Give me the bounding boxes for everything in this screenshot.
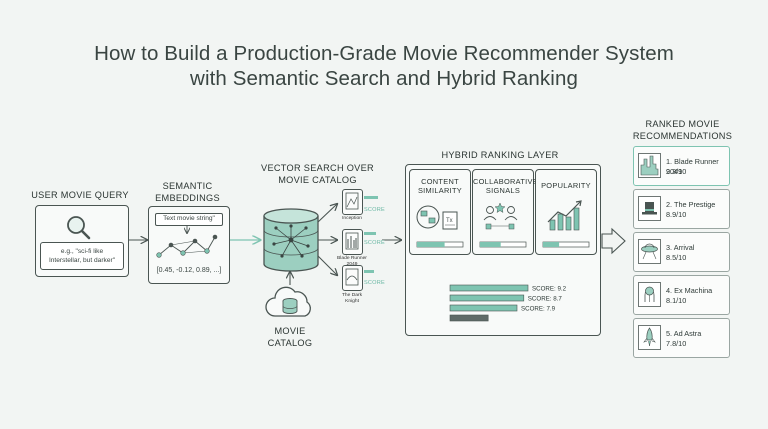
vector-search-label: VECTOR SEARCH OVER MOVIE CATALOG [261, 163, 374, 185]
embedding-string-field: Text movie string" [155, 213, 223, 226]
score-bar-3 [449, 304, 518, 312]
recommendation-title-5: 5. Ad Astra [666, 329, 702, 338]
score-bar-1 [449, 284, 529, 292]
embeddings-box: Text movie string" [0.45, -0.12, 0.89, .… [148, 206, 230, 284]
robot-head-icon [638, 282, 661, 307]
recommendation-title-4: 4. Ex Machina [666, 286, 713, 295]
recommendations-label: RANKED MOVIE RECOMMENDATIONS [632, 119, 733, 141]
candidate-score-tag-1: SCORE [364, 207, 385, 213]
arrow-db-to-inception [317, 204, 337, 223]
signal-card-popularity: POPULARITY [535, 169, 597, 255]
candidate-poster-dark-knight [342, 265, 363, 291]
signal-card-content: CONTENT SIMILARITY Tx [409, 169, 471, 255]
recommendation-title-3: 3. Arrival [666, 243, 695, 252]
recommendation-title-1: 1. Blade Runner 2049 [666, 157, 719, 176]
candidate-score-tag-3: SCORE [364, 280, 385, 286]
ranking-label: HYBRID RANKING LAYER [441, 150, 559, 160]
ranking-panel: CONTENT SIMILARITY Tx COLLABORATIVE SIGN… [405, 164, 601, 336]
embeddings-label: SEMANTIC EMBEDDINGS [155, 181, 220, 203]
signal-label-content: CONTENT SIMILARITY [417, 177, 463, 196]
embedding-string-text: Text movie string" [163, 215, 215, 222]
poster-art-icon [345, 192, 359, 210]
candidate-name-dark-knight: The Dark Knight [341, 293, 363, 304]
collaborative-signals-icon [483, 202, 518, 230]
query-label: USER MOVIE QUERY [31, 190, 129, 200]
candidate-score-bar-1 [364, 196, 378, 199]
query-box: e.g., "sci-fi like Interstellar, but dar… [35, 205, 129, 277]
score-bar-2 [449, 294, 525, 302]
candidate-score-tag-2: SCORE [364, 240, 385, 246]
signal-fill-bar-content [416, 241, 464, 248]
recommendation-item-3[interactable]: 3. Arrival 8.5/10 [633, 232, 730, 272]
recommendation-item-1[interactable]: 1. Blade Runner 2049 9.3/10 [633, 146, 730, 186]
vector-database-icon [263, 208, 319, 272]
poster-art-icon [345, 232, 359, 250]
recommendation-item-2[interactable]: 2. The Prestige 8.9/10 [633, 189, 730, 229]
arrow-ranking-to-recommendations [601, 227, 626, 255]
poster-art-icon [345, 268, 359, 286]
signal-card-collaborative: COLLABORATIVE SIGNALS [472, 169, 538, 255]
top-hat-icon [638, 196, 661, 221]
rocket-icon [638, 325, 661, 350]
recommendation-rating-1: 9.3/10 [666, 167, 687, 176]
embedding-scatter-icon [156, 225, 218, 258]
arrow-db-to-dark-knight [317, 255, 337, 275]
score-label-2: SCORE: 8.7 [528, 296, 563, 303]
city-skyline-icon [638, 153, 661, 178]
recommendation-rating-3: 8.5/10 [666, 253, 687, 262]
candidate-score-bar-3 [364, 270, 374, 273]
candidate-name-blade-runner: Blade Runner 2049 [337, 256, 367, 267]
score-label-3: SCORE: 7.9 [521, 306, 556, 313]
signal-fill-bar-collaborative [479, 241, 527, 248]
recommendation-item-5[interactable]: 5. Ad Astra 7.8/10 [633, 318, 730, 358]
recommendation-title-2: 2. The Prestige [666, 200, 716, 209]
query-example-text: e.g., "sci-fi like Interstellar, but dar… [48, 248, 116, 264]
recommendation-rating-2: 8.9/10 [666, 210, 687, 219]
spaceship-icon [638, 239, 661, 264]
candidate-poster-blade-runner [342, 229, 363, 255]
candidate-poster-inception [342, 189, 363, 215]
query-input: e.g., "sci-fi like Interstellar, but dar… [40, 242, 124, 270]
recommendation-item-4[interactable]: 4. Ex Machina 8.1/10 [633, 275, 730, 315]
svg-text:Tx: Tx [446, 218, 453, 224]
candidate-name-inception: Inception [342, 216, 362, 221]
recommendation-rating-5: 7.8/10 [666, 339, 687, 348]
candidate-score-bar-2 [364, 232, 376, 235]
score-bar-4 [449, 314, 489, 322]
popularity-icon [547, 200, 582, 231]
title-line-2: with Semantic Search and Hybrid Ranking [190, 67, 578, 90]
signal-label-popularity: POPULARITY [541, 181, 591, 190]
title-line-1: How to Build a Production-Grade Movie Re… [94, 42, 674, 65]
catalog-label: MOVIE CATALOG [267, 326, 313, 348]
signal-label-collaborative: COLLABORATIVE SIGNALS [473, 177, 538, 196]
cloud-catalog-icon [265, 286, 311, 317]
score-label-1: SCORE: 9.2 [532, 286, 567, 293]
recommendation-rating-4: 8.1/10 [666, 296, 687, 305]
search-icon [67, 216, 91, 240]
signal-fill-bar-popularity [542, 241, 590, 248]
content-similarity-icon: Tx [416, 205, 458, 230]
embedding-vector-text: [0.45, -0.12, 0.89, ...] [156, 267, 222, 274]
